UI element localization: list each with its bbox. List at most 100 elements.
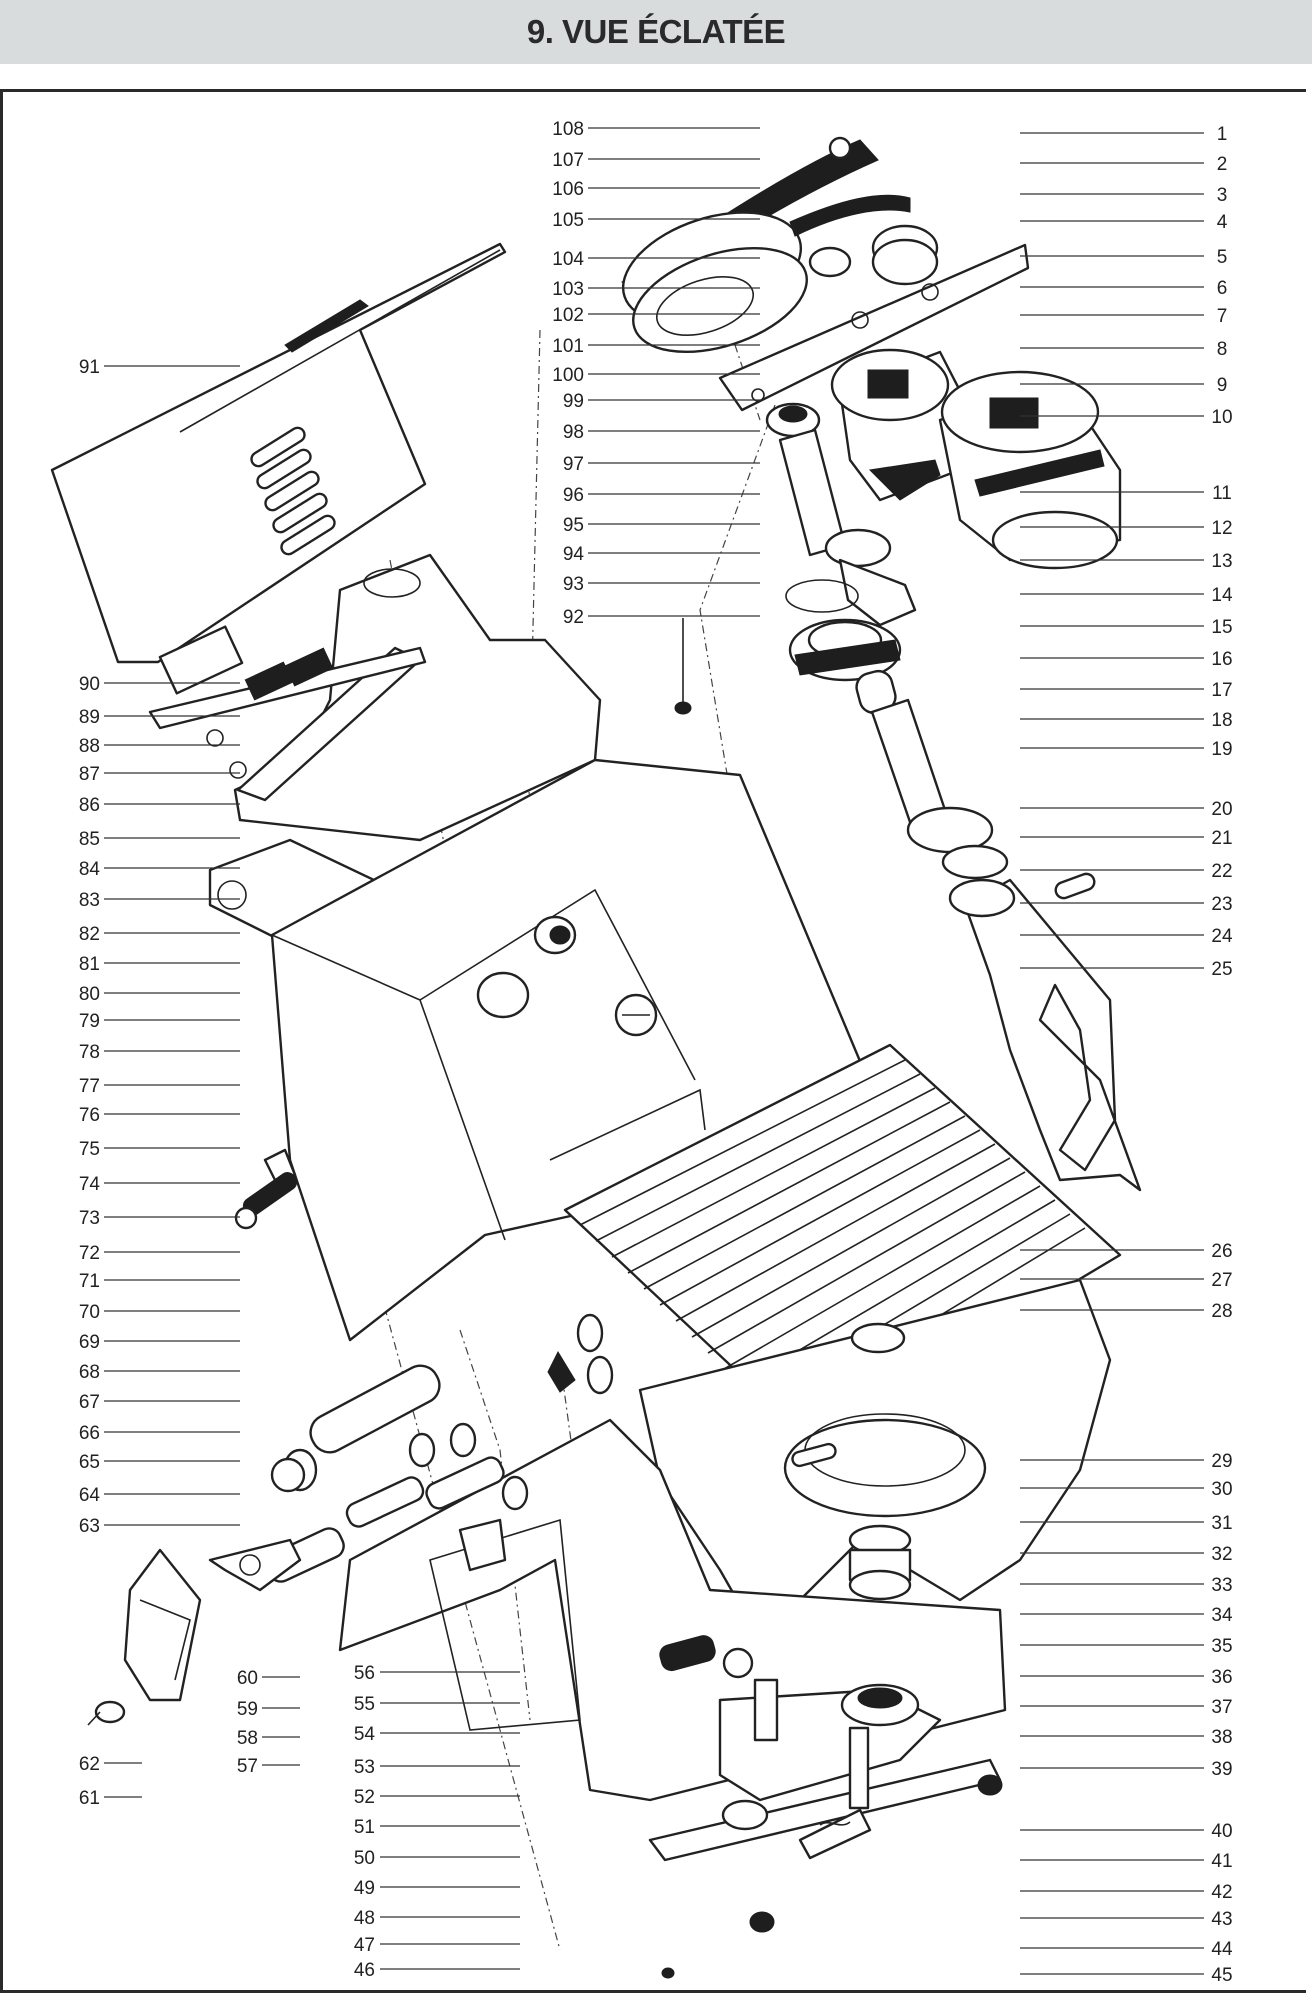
callout-label-96: 96 xyxy=(563,485,584,506)
callout-label-37: 37 xyxy=(1211,1697,1232,1718)
callout-label-100: 100 xyxy=(552,365,584,386)
callout-label-103: 103 xyxy=(552,279,584,300)
callout-label-25: 25 xyxy=(1211,959,1232,980)
leader-lines-center: 1081071061051041031021011009998979695949… xyxy=(552,119,760,628)
callout-label-101: 101 xyxy=(552,336,584,357)
part-cover xyxy=(50,242,507,664)
callout-label-40: 40 xyxy=(1211,1821,1232,1842)
leader-lines-right: 1234567891011121314151617181920212223242… xyxy=(1020,124,1233,1986)
callout-label-38: 38 xyxy=(1211,1727,1232,1748)
part-main-body xyxy=(270,758,872,1342)
callout-label-39: 39 xyxy=(1211,1759,1232,1780)
callout-label-9: 9 xyxy=(1217,375,1228,396)
callout-label-108: 108 xyxy=(552,119,584,140)
callout-label-46: 46 xyxy=(354,1960,375,1981)
callout-label-28: 28 xyxy=(1211,1301,1232,1322)
callout-label-31: 31 xyxy=(1211,1513,1232,1534)
callout-label-102: 102 xyxy=(552,305,584,326)
callout-label-77: 77 xyxy=(79,1076,100,1097)
callout-label-76: 76 xyxy=(79,1105,100,1126)
callout-label-24: 24 xyxy=(1211,926,1233,947)
callout-label-49: 49 xyxy=(354,1878,375,1899)
callout-label-55: 55 xyxy=(354,1694,375,1715)
callout-label-78: 78 xyxy=(79,1042,100,1063)
callout-label-27: 27 xyxy=(1211,1270,1232,1291)
callout-label-5: 5 xyxy=(1217,247,1228,268)
callout-label-92: 92 xyxy=(563,607,584,628)
part-motor-plate xyxy=(718,243,1030,412)
callout-label-60: 60 xyxy=(237,1668,258,1689)
callout-label-106: 106 xyxy=(552,179,584,200)
part-small-hardware xyxy=(148,618,692,779)
callout-label-67: 67 xyxy=(79,1392,100,1413)
callout-label-57: 57 xyxy=(237,1756,258,1777)
callout-label-47: 47 xyxy=(354,1935,375,1956)
callout-label-10: 10 xyxy=(1211,407,1232,428)
part-base-mechanism xyxy=(648,1635,1003,1979)
callout-label-8: 8 xyxy=(1217,339,1228,360)
callout-label-81: 81 xyxy=(79,954,100,975)
callout-label-52: 52 xyxy=(354,1787,375,1808)
callout-label-89: 89 xyxy=(79,707,100,728)
callout-label-71: 71 xyxy=(79,1271,100,1292)
callout-label-51: 51 xyxy=(354,1817,375,1838)
callout-label-19: 19 xyxy=(1211,739,1232,760)
callout-label-61: 61 xyxy=(79,1788,100,1809)
callout-label-82: 82 xyxy=(79,924,100,945)
diagram-frame xyxy=(0,89,1306,1993)
callout-label-16: 16 xyxy=(1211,649,1232,670)
callout-label-48: 48 xyxy=(354,1908,375,1929)
callout-label-45: 45 xyxy=(1211,1965,1232,1986)
callout-label-26: 26 xyxy=(1211,1241,1232,1262)
callout-label-75: 75 xyxy=(79,1139,100,1160)
callout-label-63: 63 xyxy=(79,1516,100,1537)
callout-label-4: 4 xyxy=(1217,212,1228,233)
part-drive-shaft xyxy=(765,402,1009,880)
callout-label-86: 86 xyxy=(79,795,100,816)
callout-label-90: 90 xyxy=(79,674,100,695)
callout-label-85: 85 xyxy=(79,829,100,850)
callout-label-84: 84 xyxy=(79,859,101,880)
callout-label-56: 56 xyxy=(354,1663,375,1684)
callout-label-6: 6 xyxy=(1217,278,1228,299)
callout-label-15: 15 xyxy=(1211,617,1232,638)
part-belt-pulleys xyxy=(621,136,939,354)
part-side-shafts xyxy=(87,1148,529,1726)
callout-label-88: 88 xyxy=(79,736,100,757)
callout-label-107: 107 xyxy=(552,150,584,171)
callout-label-74: 74 xyxy=(79,1174,101,1195)
callout-label-44: 44 xyxy=(1211,1939,1233,1960)
callout-label-36: 36 xyxy=(1211,1667,1232,1688)
callout-label-35: 35 xyxy=(1211,1636,1232,1657)
callout-label-7: 7 xyxy=(1217,306,1228,327)
callout-label-18: 18 xyxy=(1211,710,1232,731)
callout-label-33: 33 xyxy=(1211,1575,1232,1596)
callout-label-30: 30 xyxy=(1211,1479,1232,1500)
callout-label-11: 11 xyxy=(1212,483,1232,504)
callout-label-17: 17 xyxy=(1211,680,1232,701)
callout-label-12: 12 xyxy=(1211,518,1232,539)
callout-label-73: 73 xyxy=(79,1208,100,1229)
callout-label-70: 70 xyxy=(79,1302,100,1323)
callout-label-23: 23 xyxy=(1211,894,1232,915)
callout-label-41: 41 xyxy=(1211,1851,1232,1872)
callout-label-50: 50 xyxy=(354,1848,375,1869)
callout-label-59: 59 xyxy=(237,1699,258,1720)
callout-label-43: 43 xyxy=(1211,1909,1232,1930)
callout-label-14: 14 xyxy=(1211,585,1233,606)
callout-label-22: 22 xyxy=(1211,861,1232,882)
callout-label-69: 69 xyxy=(79,1332,100,1353)
callout-label-29: 29 xyxy=(1211,1451,1232,1472)
callout-label-2: 2 xyxy=(1217,154,1228,175)
callout-label-66: 66 xyxy=(79,1423,100,1444)
callout-label-97: 97 xyxy=(563,454,584,475)
callout-label-68: 68 xyxy=(79,1362,100,1383)
part-motors xyxy=(830,348,1122,570)
page-title: 9. VUE ÉCLATÉE xyxy=(526,13,786,50)
callout-label-3: 3 xyxy=(1217,185,1228,206)
callout-label-105: 105 xyxy=(552,210,584,231)
callout-label-1: 1 xyxy=(1217,124,1228,145)
callout-label-64: 64 xyxy=(79,1485,101,1506)
